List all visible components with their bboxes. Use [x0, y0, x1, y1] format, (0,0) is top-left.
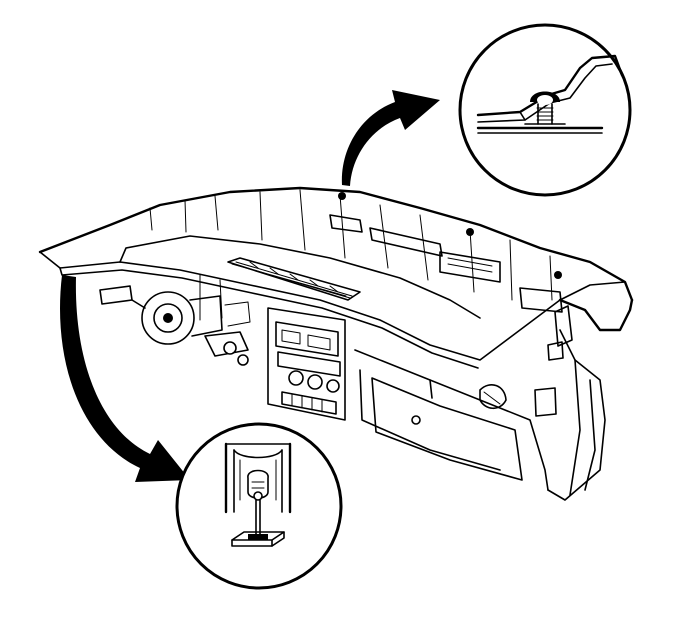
curved-arrow-upper	[341, 90, 440, 186]
defroster-grille	[227, 257, 361, 301]
center-stack	[267, 307, 346, 421]
fastener-point-2	[466, 228, 474, 236]
fastener-point-3	[554, 271, 562, 279]
detail-circle-bottom	[175, 422, 343, 590]
detail-circle-top	[458, 23, 632, 197]
fastener-clip-detail-icon	[476, 54, 624, 134]
instrument-panel-assembly	[38, 186, 634, 501]
panel-top-pad	[38, 186, 634, 302]
curved-arrow-lower	[60, 275, 191, 482]
glove-box-panel	[354, 298, 634, 501]
left-actuator-assembly	[99, 285, 251, 366]
fastener-point-1	[338, 192, 346, 200]
retainer-clip-detail-icon	[224, 442, 292, 547]
